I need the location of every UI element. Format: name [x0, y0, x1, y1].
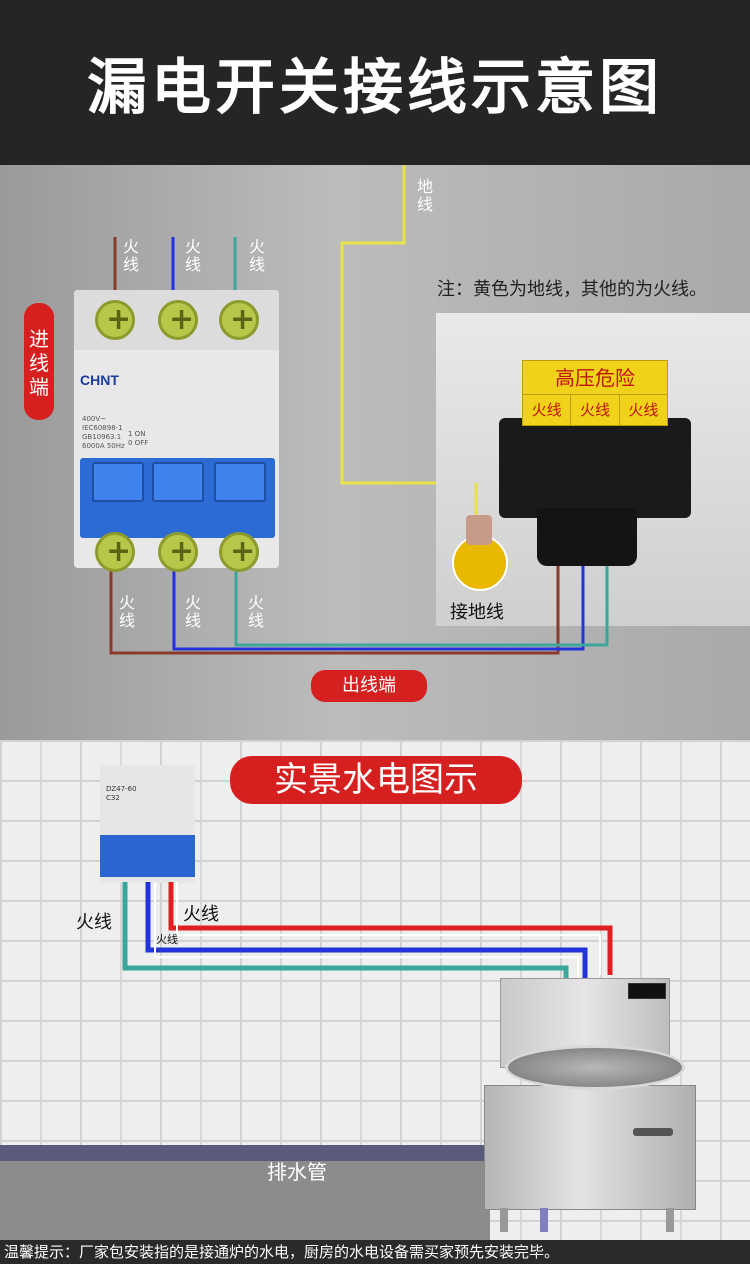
- header: 漏电开关接线示意图: [0, 0, 750, 165]
- breaker-specs: 400V~ IEC60898-1 GB10963.1 6000A 50Hz: [82, 415, 125, 450]
- scene-live-label-right: 火线: [183, 904, 219, 925]
- scene-breaker-model: DZ47-60 C32: [106, 785, 137, 802]
- scene-live-label-left: 火线: [76, 912, 112, 933]
- footer-tip: 温馨提示：厂家包安装指的是接通炉的水电，厨房的水电设备需买家预先安装完毕。: [0, 1240, 750, 1264]
- scene-wires: [122, 882, 613, 980]
- breaker-input-terminal-2: [158, 300, 198, 340]
- output-live-label-1: 火线: [118, 593, 135, 630]
- drain-pipe: [0, 1145, 490, 1161]
- breaker-brand: CHNT: [80, 372, 119, 388]
- stove-leg-left: [500, 1208, 508, 1232]
- drain-band: [0, 1151, 490, 1241]
- scene-breaker-levers: [100, 835, 195, 877]
- breaker-output-terminal-2: [158, 532, 198, 572]
- drain-label: 排水管: [267, 1160, 327, 1184]
- warning-cell-3: 火线: [628, 401, 659, 419]
- input-live-label-2: 火线: [184, 237, 201, 274]
- high-voltage-label: 高压危险 火线 火线 火线: [522, 360, 668, 426]
- output-live-label-3: 火线: [247, 593, 264, 630]
- scene-live-label-small: 火线: [156, 933, 178, 946]
- ground-screw-icon: [466, 515, 492, 545]
- breaker-lever-3: [214, 462, 266, 502]
- breaker-output-terminal-1: [95, 532, 135, 572]
- stove-leg-right: [666, 1208, 674, 1232]
- ground-wire-label: 地线: [416, 177, 433, 214]
- stove-handle: [633, 1128, 673, 1136]
- stove-wok: [505, 1045, 685, 1090]
- breaker-switch-marks: 1 ON 0 OFF: [128, 430, 149, 447]
- breaker-input-terminal-3: [219, 300, 259, 340]
- input-live-label-3: 火线: [248, 237, 265, 274]
- junction-wires: [474, 483, 609, 626]
- grounding-wire-label: 接地线: [450, 602, 504, 623]
- junction-box: [499, 418, 691, 518]
- page-title: 漏电开关接线示意图: [87, 53, 663, 123]
- note-text: 注：黄色为地线，其他的为火线。: [437, 279, 707, 300]
- breaker-lever-2: [152, 462, 204, 502]
- input-terminal-label: 进线端: [24, 303, 54, 420]
- output-terminal-label: 出线端: [311, 670, 427, 702]
- warning-cell-1: 火线: [523, 395, 572, 425]
- breaker-input-terminal-1: [95, 300, 135, 340]
- scene-title: 实景水电图示: [230, 756, 522, 804]
- breaker-output-terminal-3: [219, 532, 259, 572]
- warning-cell-2: 火线: [571, 395, 620, 425]
- stove-body: [484, 1085, 696, 1210]
- output-live-label-2: 火线: [184, 593, 201, 630]
- input-live-label-1: 火线: [122, 237, 139, 274]
- warning-title: 高压危险: [523, 361, 667, 395]
- stove-leg-mid: [540, 1208, 548, 1232]
- stove-control-panel: [628, 983, 666, 999]
- junction-box-lower: [537, 508, 637, 566]
- breaker-lever-1: [92, 462, 144, 502]
